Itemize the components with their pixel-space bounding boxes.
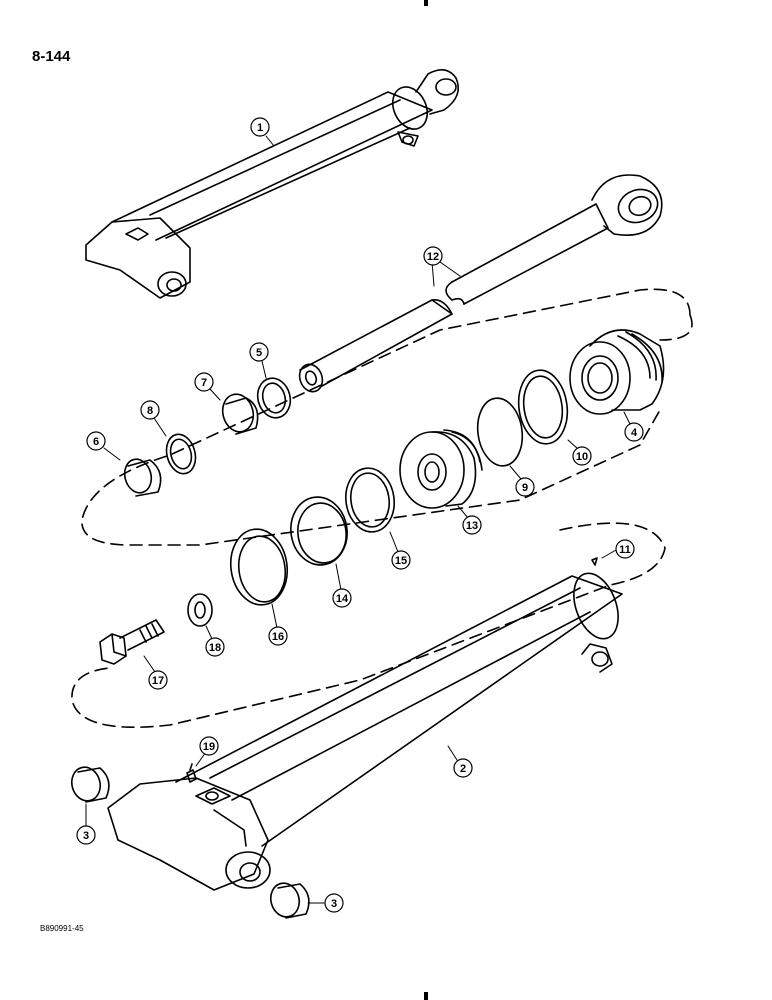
callout-11: 11 xyxy=(615,539,635,559)
svg-text:14: 14 xyxy=(336,593,349,605)
part-13-piston xyxy=(399,429,483,509)
top-page-mark xyxy=(424,0,428,6)
callout-3-right: 3 xyxy=(324,893,344,913)
svg-text:16: 16 xyxy=(272,631,284,643)
svg-text:12: 12 xyxy=(427,251,439,263)
callout-10: 10 xyxy=(572,446,592,466)
part-6-bushing xyxy=(123,458,162,497)
part-12-piston-rod xyxy=(298,174,663,393)
callout-5: 5 xyxy=(249,342,269,362)
part-16-ring xyxy=(229,528,289,606)
svg-text:2: 2 xyxy=(460,763,466,775)
parts-group-outline-upper xyxy=(81,288,693,546)
callout-leaders xyxy=(85,135,631,904)
part-7-seal xyxy=(221,393,259,435)
part-3-bushing-right xyxy=(269,882,310,919)
svg-text:3: 3 xyxy=(331,898,337,910)
parts-group-outline-lower xyxy=(71,522,666,728)
part-8-ring xyxy=(165,433,197,475)
bottom-page-mark xyxy=(424,992,428,1000)
part-5-ring xyxy=(256,377,292,419)
callout-4: 4 xyxy=(624,422,644,442)
svg-text:4: 4 xyxy=(631,427,638,439)
page-number: 8-144 xyxy=(32,48,71,65)
figure-code: B890991-45 xyxy=(40,924,84,933)
part-2-cylinder-tube xyxy=(107,572,623,891)
callout-15: 15 xyxy=(391,550,411,570)
part-4-gland xyxy=(569,329,665,415)
callout-3-left: 3 xyxy=(76,825,96,845)
callout-6: 6 xyxy=(86,431,106,451)
callout-16: 16 xyxy=(268,626,288,646)
svg-text:19: 19 xyxy=(203,741,215,753)
svg-text:15: 15 xyxy=(395,555,407,567)
svg-text:11: 11 xyxy=(619,544,631,556)
svg-text:10: 10 xyxy=(576,451,588,463)
callout-19: 19 xyxy=(199,736,219,756)
part-17-bolt xyxy=(99,619,165,665)
part-15-ring xyxy=(345,467,395,533)
callout-7: 7 xyxy=(194,372,214,392)
part-18-washer xyxy=(187,593,213,627)
callout-18: 18 xyxy=(205,637,225,657)
callout-12: 12 xyxy=(423,246,443,266)
part-19-grease-fitting xyxy=(186,763,197,783)
part-11-fitting xyxy=(591,557,598,566)
callout-13: 13 xyxy=(462,515,482,535)
svg-text:9: 9 xyxy=(522,482,528,494)
callout-2: 2 xyxy=(453,758,473,778)
svg-text:8: 8 xyxy=(147,405,153,417)
svg-text:18: 18 xyxy=(209,642,221,654)
part-1-cylinder-barrel xyxy=(85,69,460,299)
part-10-ring xyxy=(517,369,569,445)
svg-text:17: 17 xyxy=(152,675,164,687)
svg-text:13: 13 xyxy=(466,520,478,532)
part-3-bushing-left xyxy=(70,766,110,803)
svg-text:3: 3 xyxy=(83,830,89,842)
callout-14: 14 xyxy=(332,588,352,608)
part-9-o-ring xyxy=(476,397,524,467)
svg-text:7: 7 xyxy=(201,377,207,389)
part-14-wear-ring xyxy=(290,496,348,566)
callout-17: 17 xyxy=(148,670,168,690)
callout-9: 9 xyxy=(515,477,535,497)
svg-text:1: 1 xyxy=(257,122,263,134)
callout-8: 8 xyxy=(140,400,160,420)
svg-text:5: 5 xyxy=(256,347,262,359)
callout-1: 1 xyxy=(250,117,270,137)
svg-text:6: 6 xyxy=(93,436,99,448)
